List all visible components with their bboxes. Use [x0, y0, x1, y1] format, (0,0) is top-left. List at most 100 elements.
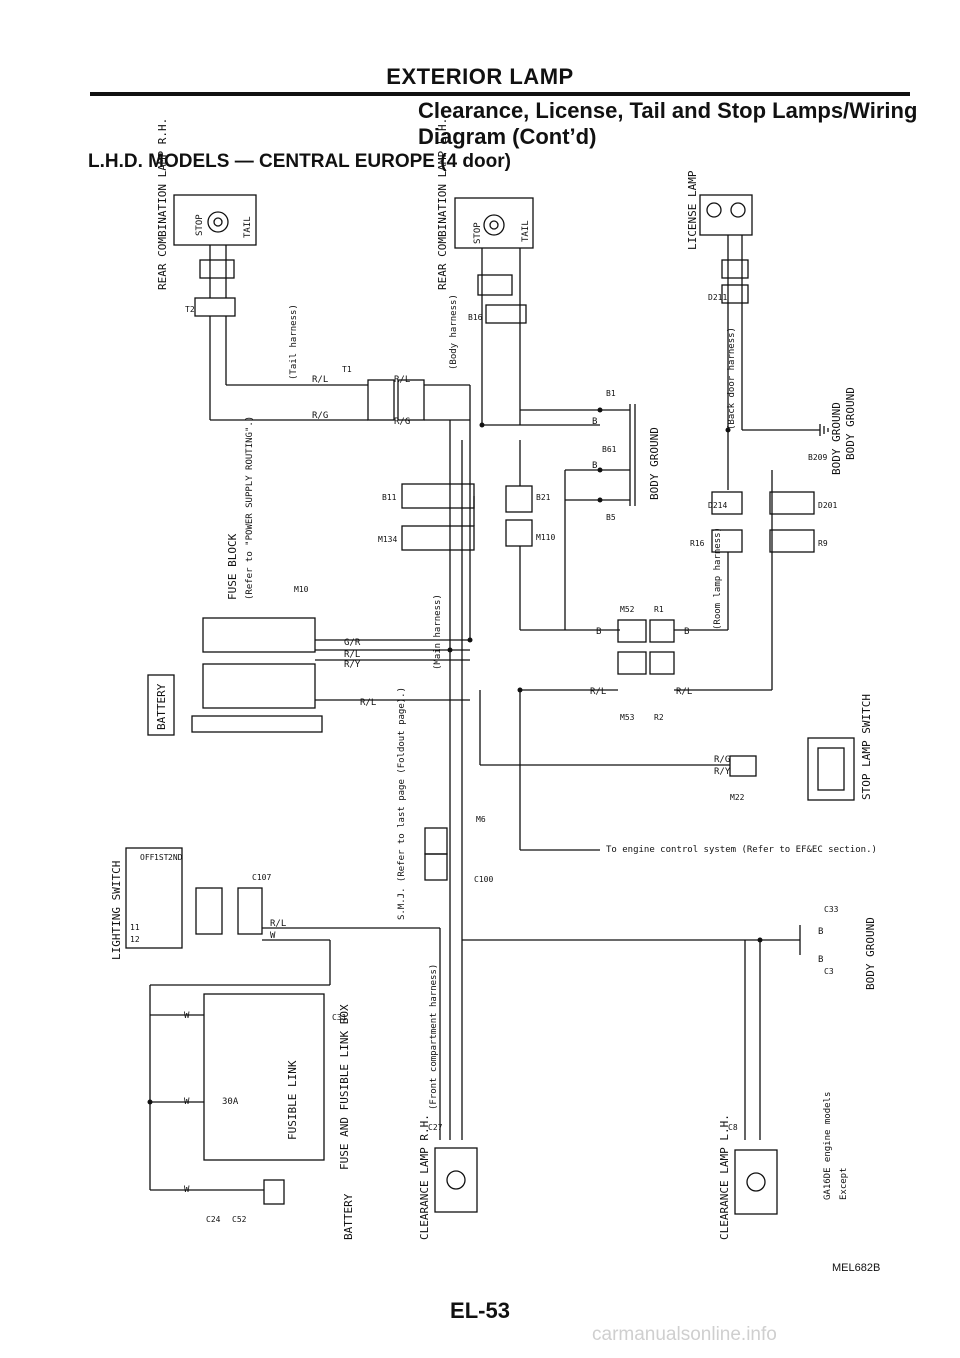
body-harness-label: (Body harness) — [449, 294, 459, 370]
wire-w-1: W — [270, 931, 276, 941]
battery-box — [147, 674, 175, 736]
wire-rl-3: R/L — [344, 650, 360, 660]
conn-b16: B16 — [468, 313, 483, 322]
conn-m22: M22 — [730, 793, 745, 802]
wire-b-5: B — [818, 927, 823, 937]
rear-rh-tail-bulb — [213, 217, 223, 227]
r1-connector — [649, 619, 675, 643]
body-ground-3-label: BODY GROUND — [864, 917, 877, 990]
wire-ry-1: R/Y — [344, 660, 361, 670]
wire-w-3: W — [184, 1097, 190, 1107]
conn-d211: D211 — [708, 293, 727, 302]
conn-b21: B21 — [536, 493, 551, 502]
section-title: EXTERIOR LAMP — [386, 64, 574, 89]
m53-connector — [617, 651, 647, 675]
conn-c27: C27 — [428, 1123, 443, 1132]
wire-b-6: B — [818, 955, 823, 965]
main-harness-label: (Main harness) — [433, 594, 443, 670]
t1-right-connector — [397, 379, 425, 421]
conn-b61: B61 — [602, 445, 617, 454]
rear-lh-stop-bulb — [483, 214, 505, 236]
r2-connector — [649, 651, 675, 675]
b16-connector — [485, 304, 527, 324]
smj-upper — [424, 827, 448, 855]
conn-c24: C24 — [206, 1215, 221, 1224]
ls-row-12: 12 — [130, 935, 140, 944]
engine-note: To engine control system (Refer to EF&EC… — [606, 845, 877, 855]
conn-c33: C33 — [824, 905, 839, 914]
wire-w-4: W — [184, 1185, 190, 1195]
fusible-link-label: FUSIBLE LINK — [286, 1060, 299, 1140]
conn-c100: C100 — [474, 875, 493, 884]
r9-connector — [769, 529, 815, 553]
wire-b-3: B — [596, 627, 601, 637]
smj-lower — [424, 853, 448, 881]
rear-lh-connector — [477, 274, 513, 296]
conn-b209: B209 — [808, 453, 827, 462]
diagram-title-line2: Diagram (Cont’d) — [418, 124, 597, 149]
tail-label-rh: TAIL — [243, 216, 253, 238]
lighting-switch-label: LIGHTING SWITCH — [110, 861, 123, 960]
d214-connector — [711, 491, 743, 515]
ls-col-off: OFF — [140, 853, 155, 862]
conn-t2: T2 — [185, 305, 195, 314]
wire-rl-1: R/L — [312, 375, 328, 385]
license-lamp-box — [699, 194, 753, 236]
clearance-lh-bulb — [746, 1172, 766, 1192]
m110-connector — [505, 519, 533, 547]
lighting-switch-body — [195, 887, 223, 935]
front-compartment-harness-label: (Front compartment harness) — [429, 964, 439, 1110]
legend-e1: Except — [839, 1167, 849, 1200]
license-connector — [721, 259, 749, 279]
conn-c52: C52 — [232, 1215, 247, 1224]
conn-b1: B1 — [606, 389, 616, 398]
model-variant: L.H.D. MODELS — CENTRAL EUROPE (4 door) — [88, 151, 511, 172]
back-door-harness-label: (Back door harness) — [727, 327, 737, 430]
diagram-title-line1: Clearance, License, Tail and Stop Lamps/… — [418, 98, 918, 123]
fuse-30a-label: 30A — [222, 1097, 239, 1107]
wire-rg-1: R/G — [312, 411, 328, 421]
m22-connector — [729, 755, 757, 777]
conn-m110: M110 — [536, 533, 555, 542]
license-label: LICENSE LAMP — [686, 170, 699, 250]
body-ground-1-label: BODY GROUND — [648, 427, 661, 500]
ls-col-1st: 1ST — [154, 853, 169, 862]
b21-connector — [505, 485, 533, 513]
body-ground-2-label: BODY GROUND — [844, 387, 857, 460]
stop-label-lh: STOP — [473, 222, 483, 244]
wire-rl-7: R/L — [270, 919, 286, 929]
b11-connector — [401, 483, 475, 509]
conn-b11: B11 — [382, 493, 397, 502]
conn-r2: R2 — [654, 713, 664, 722]
wire-rg-3: R/G — [714, 755, 730, 765]
rear-rh-lamp-box — [173, 194, 257, 246]
conn-c3: C3 — [824, 967, 834, 976]
battery-terminal — [263, 1179, 285, 1205]
conn-d201: D201 — [818, 501, 837, 510]
wire-rl-5: R/L — [590, 687, 606, 697]
fuse-block-bottom — [202, 663, 316, 709]
rear-rh-stop-bulb — [207, 211, 229, 233]
lighting-switch-table — [125, 847, 183, 949]
conn-c107: C107 — [252, 873, 271, 882]
conn-r1: R1 — [654, 605, 664, 614]
tail-label-lh: TAIL — [521, 220, 531, 242]
fuse-block-label: FUSE BLOCK — [226, 533, 239, 600]
battery-label: BATTERY — [155, 683, 168, 730]
conn-r16: R16 — [690, 539, 705, 548]
wire-gr: G/R — [344, 638, 361, 648]
wire-rg-2: R/G — [394, 417, 410, 427]
conn-c31: C31 — [332, 1013, 347, 1022]
conn-t1: T1 — [342, 365, 352, 374]
t1-left-connector — [367, 379, 395, 421]
body-ground-4-label: BODY GROUND — [830, 402, 843, 475]
ls-col-2nd: 2ND — [168, 853, 183, 862]
watermark: carmanualsonline.info — [592, 1324, 777, 1345]
smj-label: S.M.J. (Refer to last page (Foldout page… — [397, 687, 407, 920]
figure-code: MEL682B — [832, 1262, 881, 1274]
r16-connector — [711, 529, 743, 553]
conn-c8: C8 — [728, 1123, 738, 1132]
fuse-link-box — [203, 993, 325, 1161]
wire-w-2: W — [184, 1011, 190, 1021]
